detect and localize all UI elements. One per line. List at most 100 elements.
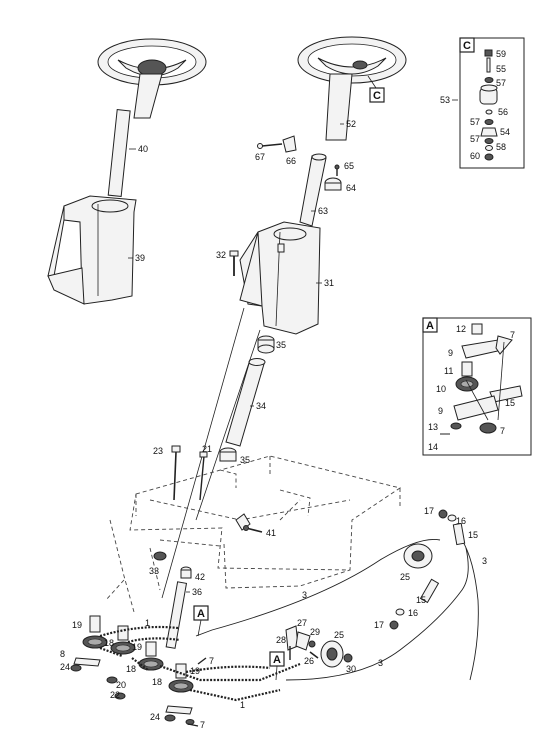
cable-3-lower [285,547,469,681]
callout-28: 28 [276,635,286,645]
washers-lower [70,657,195,725]
inset-a-letter: A [426,320,434,332]
callout-42: 42 [195,572,205,582]
callout-3-b: 3 [378,658,383,668]
callout-16-b: 16 [408,608,418,618]
bolt-32 [229,250,239,276]
callout-7-mid: 7 [209,656,214,666]
bracket-27 [295,631,311,651]
inset-c-letter: C [463,40,471,52]
callout-17-a: 17 [424,506,434,516]
inset-c: C [459,37,525,169]
callout-25-b: 25 [334,630,344,640]
callout-25-a: 25 [400,572,410,582]
inset-a-callout-12: 12 [456,324,466,334]
spacer-29 [308,640,316,648]
cable-spring-15 [419,578,440,604]
callout-35-top: 35 [276,340,286,350]
tube-34 [225,358,266,447]
cable-3-right [461,539,479,681]
inset-c-callout-57-b: 57 [470,117,480,127]
callout-21: 21 [202,444,212,454]
callout-18-b: 18 [126,664,136,674]
ref-box-c [369,87,385,103]
ref-box-a-left-letter: A [197,608,205,620]
steering-shaft-40 [107,109,131,198]
inset-c-callout-53: 53 [440,95,450,105]
callout-16-a: 16 [456,516,466,526]
bolt-21 [199,451,208,501]
bolt-23 [171,445,181,501]
callout-30: 30 [346,664,356,674]
callout-52: 52 [346,119,356,129]
callout-23: 23 [153,446,163,456]
callout-15-a: 15 [468,530,478,540]
inset-a-callout-11: 11 [444,366,453,376]
tube-63 [299,153,327,227]
steering-column-31 [239,221,321,335]
ref-box-c-letter: C [373,90,381,102]
pulley-25-lower [320,640,344,668]
inset-c-callout-55: 55 [496,64,506,74]
callout-15-b: 15 [416,595,426,605]
callout-65: 65 [344,161,354,171]
ref-box-a-right-letter: A [273,654,281,666]
steering-wheel-right [297,36,407,84]
pulley-25-upper [403,543,433,569]
chassis-frame [129,455,402,589]
callout-24-b: 24 [150,712,160,722]
cable-end-lower [389,608,405,630]
callout-3-a: 3 [302,590,307,600]
callout-67: 67 [255,152,265,162]
nut-30 [343,653,353,663]
callout-22: 22 [110,690,120,700]
callout-1-a: 1 [145,618,150,628]
callout-24-a: 24 [60,662,70,672]
inset-a: A [422,317,532,456]
callout-35-bottom: 35 [240,455,250,465]
bolt-67 [257,143,283,149]
callout-8: 8 [60,649,65,659]
clamp-41 [235,513,263,533]
steering-shaft-52 [325,73,353,141]
callout-36: 36 [192,587,202,597]
part-42 [180,566,192,579]
callout-41: 41 [266,528,276,538]
inset-a-callout-13: 13 [428,422,438,432]
callout-20: 20 [116,680,126,690]
inset-c-callout-56: 56 [498,107,508,117]
inset-a-callout-9-b: 9 [438,406,443,416]
callout-19-a: 19 [72,620,82,630]
callout-34: 34 [256,401,266,411]
callout-29: 29 [310,627,320,637]
bolt-7-mid [197,657,207,665]
callout-17-b: 17 [374,620,384,630]
steering-column-39 [47,195,137,305]
inset-a-callout-10: 10 [436,384,446,394]
inset-a-callout-9: 9 [448,348,453,358]
callout-63: 63 [318,206,328,216]
callout-66: 66 [286,156,296,166]
steering-wheel-left [97,38,207,119]
cable-3-upper [195,539,441,637]
collar-64 [324,177,342,191]
cable-end-upper [438,509,466,546]
inset-a-callout-14: 14 [428,442,438,452]
callout-19-b: 19 [132,642,142,652]
bolt-7-bottom [187,723,199,727]
callout-26: 26 [304,656,314,666]
callout-31: 31 [324,278,334,288]
inset-c-callout-60: 60 [470,151,480,161]
bushing-35-top [257,335,275,354]
inset-a-callout-7: 7 [510,330,515,340]
inset-c-callout-54: 54 [500,127,510,137]
callout-32: 32 [216,250,226,260]
bushing-35-bottom [219,447,237,462]
callout-18-c: 18 [152,677,162,687]
screw-65 [334,164,340,176]
callout-7-bottom: 7 [200,720,205,730]
bracket-66 [282,135,297,153]
callout-3-c: 3 [482,556,487,566]
callout-39: 39 [135,253,145,263]
